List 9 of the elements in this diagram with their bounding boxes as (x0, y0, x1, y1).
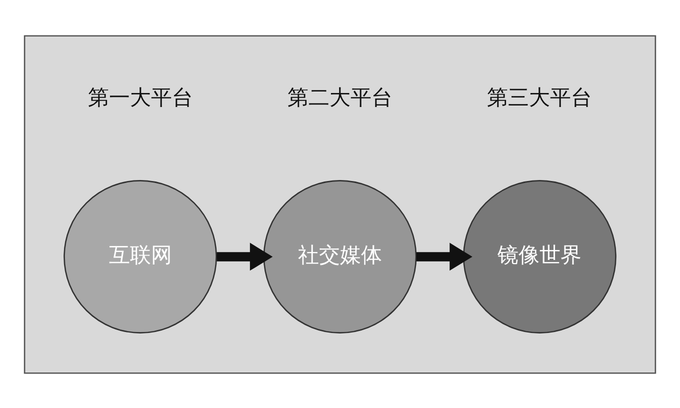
node-circle: 镜像世界 (463, 180, 616, 333)
arrow (416, 242, 472, 270)
node-circle: 互联网 (64, 180, 217, 333)
node-label: 第二大平台 (288, 84, 392, 109)
cluster (24, 34, 656, 374)
arrow (216, 242, 273, 270)
node-label: 第三大平台 (487, 84, 592, 109)
node-label: 第一大平台 (88, 84, 193, 109)
node-circle: 社交媒体 (263, 180, 417, 333)
